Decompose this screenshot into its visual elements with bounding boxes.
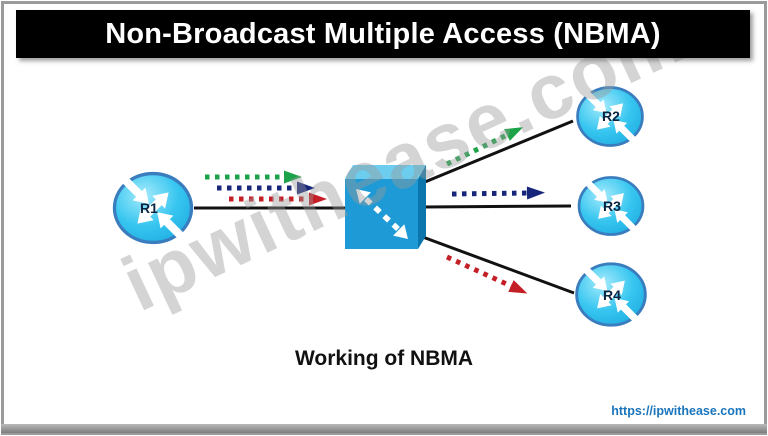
flow-red-right-dashes: [445, 254, 513, 289]
physical-links: [194, 119, 575, 295]
link-switch-r4: [419, 234, 575, 295]
flow-navy-right-arrowhead-icon: [526, 186, 545, 200]
switch-side-face: [418, 165, 426, 249]
flow-navy-left-arrowhead-icon: [297, 181, 315, 195]
flow-green-right-dashes: [445, 132, 509, 167]
flow-green-right-arrowhead-icon: [504, 127, 524, 141]
router-r3-label: R3: [603, 198, 621, 214]
page-title: Non-Broadcast Multiple Access (NBMA): [105, 17, 661, 50]
router-r1-label: R1: [140, 200, 158, 216]
diagram-caption: Working of NBMA: [294, 347, 474, 370]
router-r2-label: R2: [602, 108, 620, 124]
switch-top-face: [345, 165, 426, 179]
switch-arrowhead-upleft-icon: [356, 189, 371, 204]
flow-red-right-arrowhead-icon: [508, 280, 528, 294]
link-switch-r3: [423, 204, 572, 209]
switch-arrowhead-downright-icon: [393, 224, 408, 239]
flow-green-left-arrowhead-icon: [284, 170, 302, 184]
flows-from-r1: [205, 170, 327, 206]
nbma-switch-icon: [345, 165, 426, 249]
flows-to-remotes: [445, 127, 545, 294]
footer-site-link[interactable]: https://ipwithease.com: [611, 404, 746, 418]
flow-red-left-arrowhead-icon: [309, 192, 327, 206]
router-r4-label: R4: [603, 287, 621, 303]
link-switch-r2: [419, 119, 574, 186]
title-bar: Non-Broadcast Multiple Access (NBMA): [16, 10, 750, 58]
flow-navy-right-dashes: [451, 190, 528, 197]
